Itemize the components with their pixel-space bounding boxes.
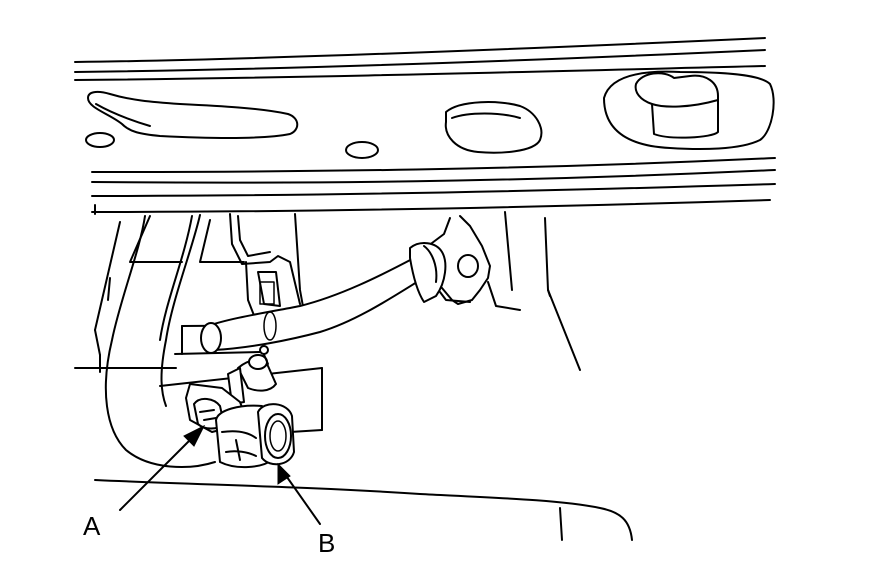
subframe bbox=[74, 37, 776, 215]
frame-bushing-bracket bbox=[421, 211, 581, 371]
stabilizer-bushing bbox=[215, 403, 295, 468]
lower-body-outline bbox=[94, 479, 633, 541]
leader-line-a bbox=[119, 424, 206, 511]
leader-line-b bbox=[277, 462, 321, 525]
stabilizer-bar bbox=[200, 242, 447, 354]
stabilizer-link bbox=[227, 345, 277, 405]
callout-label-b: B bbox=[318, 528, 336, 558]
callout-label-a: A bbox=[83, 511, 101, 541]
